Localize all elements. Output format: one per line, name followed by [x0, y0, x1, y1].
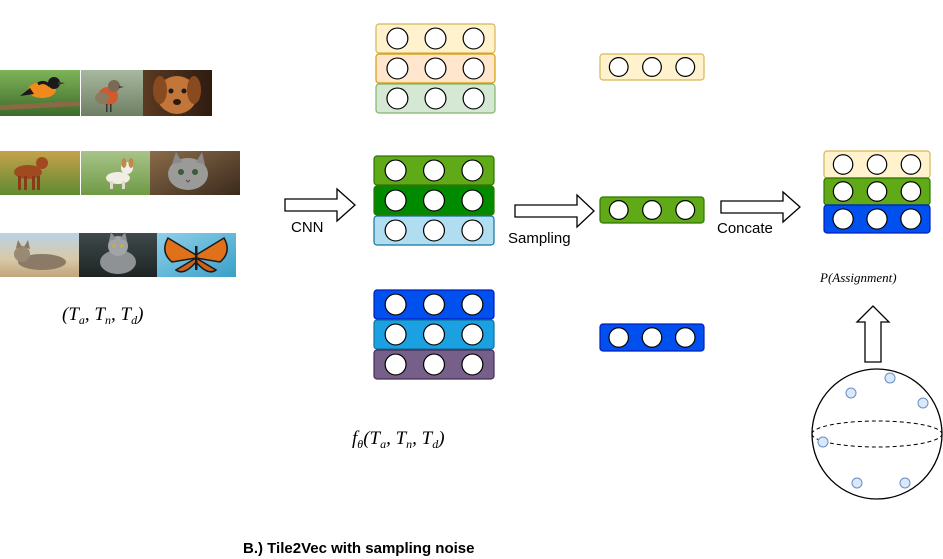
vector-unit-circle: [866, 181, 888, 202]
vector-unit-circle: [900, 154, 922, 175]
vector-unit-circle: [608, 57, 629, 77]
vector-unit-circle: [641, 327, 663, 348]
sampled-vector-yellow: [599, 53, 705, 81]
probability-label: P(Assignment): [819, 270, 897, 285]
cat-sitting-image: [79, 232, 157, 277]
vector-anchor-orange: [375, 53, 496, 84]
sampled-vector-green: [599, 196, 705, 224]
vector-unit-circle: [461, 353, 484, 376]
vector-unit-circle: [832, 208, 854, 230]
cat-lying-image: [0, 233, 79, 277]
vector-unit-circle: [422, 353, 446, 376]
vector-unit-circle: [386, 87, 409, 110]
vector-unit-circle: [384, 219, 407, 242]
sphere-point: [917, 397, 929, 409]
concat-vector-blue: [823, 204, 931, 234]
vector-distant-blue: [373, 289, 495, 320]
vector-unit-circle: [422, 219, 446, 242]
bird-oriole-image: [0, 70, 81, 116]
input-tuple-label: (Ta, Tn, Td): [62, 304, 143, 327]
vector-unit-circle: [384, 323, 407, 346]
vector-unit-circle: [461, 323, 484, 346]
sampling-label: Sampling: [508, 230, 571, 247]
vector-unit-circle: [424, 57, 447, 80]
vector-unit-circle: [422, 159, 446, 182]
vector-unit-circle: [675, 200, 696, 220]
dog-running-image: [81, 151, 150, 195]
sphere-point: [845, 387, 857, 399]
vector-unit-circle: [424, 27, 447, 50]
vector-unit-circle: [461, 159, 484, 182]
vector-unit-circle: [608, 200, 629, 220]
image-row-2: [0, 151, 240, 195]
vector-distant-purple: [373, 349, 495, 380]
vector-unit-circle: [866, 154, 888, 175]
vector-unit-circle: [424, 87, 447, 110]
vector-unit-circle: [422, 323, 446, 346]
sampling-arrow: [514, 193, 595, 229]
puppy-image: [143, 70, 212, 116]
vector-anchor-green: [375, 83, 496, 114]
vector-unit-circle: [866, 208, 888, 230]
vector-neighbor-cyan: [373, 215, 495, 246]
vector-unit-circle: [461, 293, 484, 316]
concate-label: Concate: [717, 220, 773, 237]
vector-unit-circle: [675, 57, 696, 77]
bird-robin-image: [81, 70, 143, 116]
butterfly-image: [157, 233, 236, 277]
dog-standing-image: [0, 151, 80, 195]
sphere-point: [817, 436, 829, 448]
vector-unit-circle: [384, 159, 407, 182]
sphere-outline: [811, 368, 943, 500]
sphere-point: [899, 477, 911, 489]
cnn-label: CNN: [291, 219, 324, 236]
embedding-label: fθ(Ta, Tn, Td): [352, 428, 445, 451]
vector-unit-circle: [674, 327, 696, 348]
vector-unit-circle: [642, 200, 662, 220]
vector-unit-circle: [384, 189, 407, 212]
vector-unit-circle: [461, 219, 484, 242]
sampled-vector-blue: [599, 323, 705, 352]
image-row-3: [0, 232, 236, 277]
vector-unit-circle: [462, 87, 485, 110]
embedding-vectors: [373, 23, 931, 380]
vector-unit-circle: [900, 181, 922, 202]
vector-unit-circle: [386, 57, 409, 80]
vector-unit-circle: [462, 57, 485, 80]
vector-unit-circle: [461, 189, 484, 212]
vector-distant-midblue: [373, 319, 495, 350]
cnn-arrow: [284, 187, 356, 223]
vector-unit-circle: [386, 27, 409, 50]
concat-vector-yellow: [823, 150, 931, 179]
vector-unit-circle: [384, 353, 407, 376]
vector-unit-circle: [422, 189, 446, 212]
vector-unit-circle: [900, 208, 922, 230]
vector-unit-circle: [832, 154, 854, 175]
vector-neighbor-green: [373, 155, 495, 186]
vector-neighbor-darkgreen: [373, 185, 495, 216]
vector-unit-circle: [832, 181, 854, 202]
vector-unit-circle: [422, 293, 446, 316]
vector-unit-circle: [384, 293, 407, 316]
latent-sphere: [811, 368, 943, 500]
concat-vector-green: [823, 177, 931, 206]
vector-unit-circle: [608, 327, 630, 348]
concate-arrow: [720, 190, 801, 224]
sphere-equator-back: [811, 420, 943, 435]
vector-unit-circle: [462, 27, 485, 50]
kitten-image: [150, 151, 240, 195]
sphere-point: [851, 477, 863, 489]
sphere-point: [884, 372, 896, 384]
figure-caption: B.) Tile2Vec with sampling noise: [243, 540, 474, 557]
up-arrow: [855, 305, 891, 363]
image-row-1: [0, 70, 212, 116]
vector-unit-circle: [642, 57, 662, 77]
vector-anchor-yellow: [375, 23, 496, 54]
